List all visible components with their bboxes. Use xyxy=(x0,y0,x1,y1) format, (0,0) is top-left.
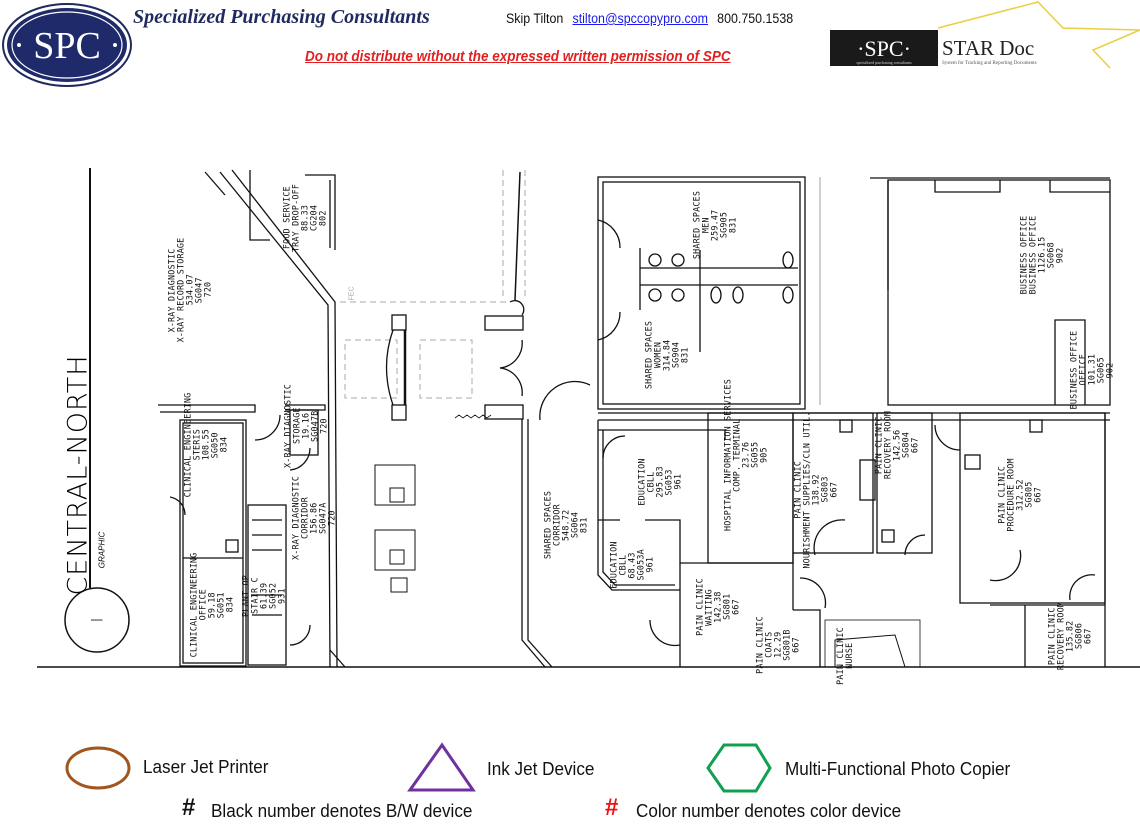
room-label-line: 667 xyxy=(790,637,801,653)
fec-label: FEC xyxy=(348,286,356,301)
triangle-icon xyxy=(407,742,476,792)
hexagon-icon xyxy=(706,743,772,793)
room-label-line: 834 xyxy=(218,437,229,453)
star-doc-title: STAR Doc xyxy=(942,36,1034,60)
room-label-line: 667 xyxy=(730,599,741,615)
room-label-line: 667 xyxy=(828,482,839,498)
room-label-line: 667 xyxy=(909,437,920,453)
contact-name: Skip Tilton xyxy=(506,11,564,26)
room-label-line: 720 xyxy=(318,418,329,434)
contact-email-link[interactable]: stilton@spccopypro.com xyxy=(572,11,708,26)
room-label-line: 831 xyxy=(679,347,690,363)
section-marker-circle xyxy=(64,587,130,653)
bw-hash-symbol: # xyxy=(182,794,196,821)
star-doc-spc: ·SPC· xyxy=(857,36,911,61)
spc-logo: SPC xyxy=(2,3,132,87)
company-name: Specialized Purchasing Consultants xyxy=(133,6,430,28)
room-label-line: 831 xyxy=(727,217,738,233)
section-marker: I xyxy=(87,617,107,623)
room-label-line: 834 xyxy=(224,597,235,613)
star-doc-logo: ·SPC· specialized purchasing consultants… xyxy=(830,1,1140,69)
legend-laser-jet: Laser Jet Printer xyxy=(143,757,269,777)
room-label-line: 802 xyxy=(317,210,328,226)
room-label-line: 902 xyxy=(1104,362,1115,378)
room-label-line: 720 xyxy=(202,282,213,298)
room-label-line: 902 xyxy=(1054,247,1065,263)
room-label-line: NURSE xyxy=(844,642,854,670)
circle-icon xyxy=(65,746,131,790)
color-hash-symbol: # xyxy=(605,794,619,821)
legend-bw-note: Black number denotes B/W device xyxy=(211,801,473,821)
legend-color-note: Color number denotes color device xyxy=(636,801,902,821)
room-label-line: 831 xyxy=(578,517,589,533)
room-label-line: 720 xyxy=(326,510,337,526)
contact-info: Skip Tilton stilton@spccopypro.com 800.750… xyxy=(506,11,793,26)
room-label-line: 961 xyxy=(672,474,683,490)
room-label-line: 905 xyxy=(758,447,769,463)
distribution-warning: Do not distribute without the expressed … xyxy=(305,49,731,65)
floor-plan xyxy=(37,168,1140,668)
room-label-line: 961 xyxy=(644,557,655,573)
room-label-line: 931 xyxy=(276,588,287,604)
legend-mfp: Multi-Functional Photo Copier xyxy=(785,759,1011,779)
room-label-line: 667 xyxy=(1082,628,1093,644)
logo-text: SPC xyxy=(33,25,101,67)
star-doc-tagline: System for Tracking and Reporting Docume… xyxy=(942,61,1037,66)
section-title-text: CENTRAL-NORTH xyxy=(62,354,94,596)
room-label-line: 667 xyxy=(1032,487,1043,503)
contact-phone: 800.750.1538 xyxy=(717,11,794,26)
section-subtitle: GRAPHIC xyxy=(97,531,107,569)
legend-ink-jet: Ink Jet Device xyxy=(487,759,595,779)
section-title: CENTRAL-NORTH xyxy=(58,354,98,595)
star-doc-sub: specialized purchasing consultants xyxy=(856,60,912,65)
